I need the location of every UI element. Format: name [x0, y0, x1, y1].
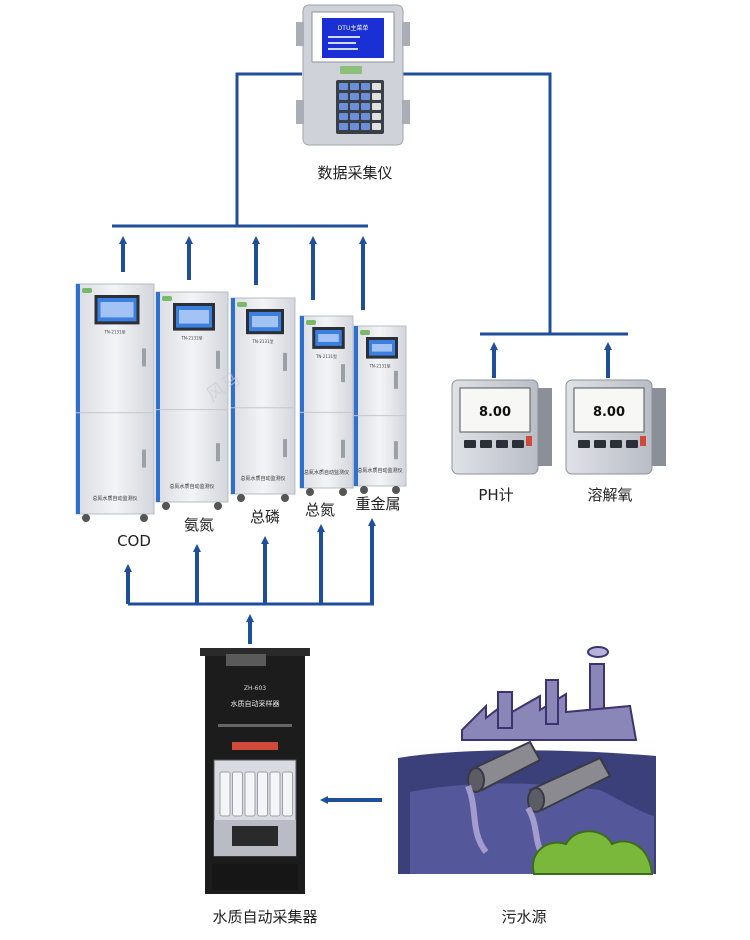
cabinet-model: TN-2131型 [368, 363, 390, 369]
cabinet-model: TN-2131型 [315, 353, 337, 359]
water-sampler: ZH-603 水质自动采样器 水质自动采集器 [200, 648, 318, 926]
cabinet-stripe [300, 316, 304, 488]
analyzer-label: 总磷 [250, 508, 280, 526]
logger-right-line [402, 72, 552, 334]
keypad-key [372, 103, 381, 110]
keypad-key [361, 123, 370, 130]
meter-screen [459, 387, 531, 433]
keypad-key [372, 83, 381, 90]
keypad-key [361, 83, 370, 90]
cabinet-stripe [156, 292, 160, 502]
meter-key [578, 440, 590, 448]
analyzer-label: 重金属 [355, 495, 400, 513]
analyzer-label: 氨氮 [184, 516, 214, 534]
sample-bottle [244, 771, 256, 817]
cabinet-stripe [354, 326, 358, 486]
logger-left-line [235, 72, 302, 226]
data-logger-label: 数据采集仪 [317, 164, 392, 182]
cabinet-panel-text: 总氮水质自动监测仪 [240, 475, 285, 482]
meter-reading: 8.00 [479, 405, 511, 420]
cabinet-logo [82, 288, 92, 293]
cabinet-model: TN-2131型 [251, 338, 273, 344]
sample-bottle [232, 771, 243, 817]
analyzer-up-arrows [119, 236, 367, 310]
cabinet-model: TN-2131型 [103, 328, 125, 334]
cabinet-stripe [76, 284, 80, 514]
sampler-label: 水质自动采集器 [212, 908, 317, 926]
keypad-key [372, 123, 381, 130]
cabinet-model: TN-2131型 [180, 335, 202, 341]
analyzer-cabinets: TN-2131型总氮水质自动监测仪CODTN-2131型总氮水质自动监测仪氨氮T… [75, 283, 407, 550]
meter-screen [573, 387, 645, 433]
connection-lines [112, 72, 628, 606]
cabinet-logo [162, 296, 172, 301]
sewage-source-illustration: 污水源 [398, 646, 656, 926]
keypad-key [372, 93, 381, 100]
sample-bottle [219, 771, 231, 817]
green-bush [531, 830, 654, 875]
cabinet-logo [360, 330, 370, 335]
analyzer-label: COD [117, 532, 151, 550]
keypad-key [350, 103, 359, 110]
keypad-key [361, 93, 370, 100]
keypad-key [361, 103, 370, 110]
source-label: 污水源 [501, 908, 546, 926]
keypad-key [339, 93, 348, 100]
bus-up-arrows [124, 518, 376, 604]
cabinet-logo [306, 320, 316, 325]
sampler-model: ZH-603 [244, 685, 266, 692]
cabinet-panel-text: 总氮水质自动监测仪 [357, 467, 402, 474]
cabinet-stripe [231, 298, 235, 494]
keypad-key [339, 83, 348, 90]
sample-bottle [257, 771, 268, 817]
meter-key [480, 440, 492, 448]
meter-label: PH计 [478, 486, 513, 504]
keypad-key [350, 83, 359, 90]
keypad-key [350, 93, 359, 100]
meter-key [496, 440, 508, 448]
sewage-factory-icon [461, 646, 638, 741]
keypad-key [339, 123, 348, 130]
outflow-pipes [467, 740, 612, 813]
meter-key [626, 440, 638, 448]
sample-bottle [282, 771, 293, 817]
keypad-key [350, 113, 359, 120]
data-logger-device: DTU主菜单 数据采集仪 [296, 4, 410, 182]
meter-reading: 8.00 [593, 405, 625, 420]
sample-bottle [269, 771, 281, 817]
meter-key [610, 440, 622, 448]
keypad-key [372, 113, 381, 120]
sampler-title: 水质自动采样器 [231, 699, 280, 708]
keypad-key [361, 113, 370, 120]
sampler-bottles [219, 771, 293, 817]
cabinet-panel-text: 总氮水质自动监测仪 [169, 483, 214, 490]
cabinet-panel-text: 总氮水质自动监测仪 [92, 495, 137, 502]
meter-label: 溶解氧 [587, 486, 632, 504]
meter-key [512, 440, 524, 448]
cabinet-panel-text: 总氮水质自动监测仪 [304, 469, 349, 476]
meter-up-arrows [490, 342, 612, 378]
keypad-key [339, 113, 348, 120]
keypad-key [339, 103, 348, 110]
keypad-keys [339, 83, 381, 130]
keypad-key [350, 123, 359, 130]
meter-device: 8.00 溶解氧 [565, 379, 666, 504]
data-logger-screen-title: DTU主菜单 [338, 24, 369, 32]
cabinet-logo [237, 302, 247, 307]
analyzer-label: 总氮 [305, 501, 335, 519]
meter-key [464, 440, 476, 448]
meter-key [594, 440, 606, 448]
data-logger-keypad [336, 80, 384, 134]
